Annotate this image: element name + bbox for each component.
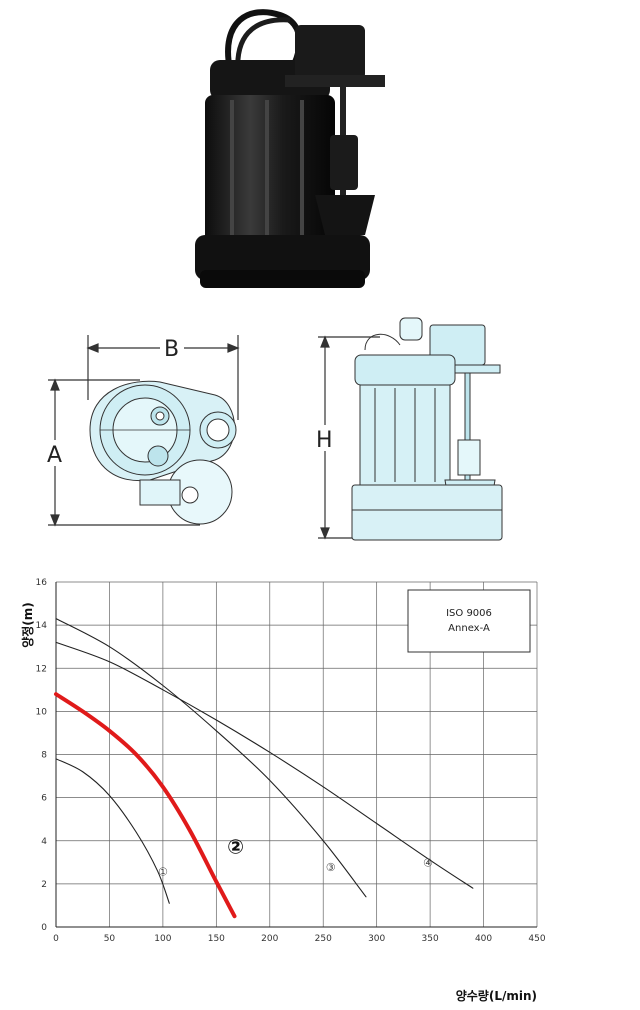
- dimension-h-label: H: [316, 428, 333, 453]
- dimension-a-label: A: [47, 443, 62, 468]
- x-tick-label: 250: [315, 934, 332, 944]
- chart-series-labels: ① ② ③ ④: [158, 835, 433, 879]
- y-tick-label: 8: [41, 751, 47, 761]
- y-tick-label: 16: [36, 578, 48, 588]
- y-tick-label: 14: [36, 621, 48, 631]
- performance-chart: 0 50 100 150 200 250 300 350 400 450 0 2 4 6 8 10 12 14 16…: [20, 578, 546, 1003]
- y-tick-label: 12: [36, 664, 47, 674]
- y-axis-label: 양정(m): [20, 602, 35, 648]
- x-tick-label: 200: [261, 934, 278, 944]
- x-tick-label: 350: [422, 934, 439, 944]
- series-line-4: [55, 641, 474, 889]
- pump-photo: [195, 9, 385, 288]
- series-line-2: [54, 692, 237, 919]
- dimension-b-label: B: [164, 337, 179, 362]
- y-tick-label: 0: [41, 923, 47, 933]
- annotation-line-1: ISO 9006: [446, 608, 492, 619]
- series-label-4: ④: [423, 857, 433, 870]
- series-line-3: [55, 618, 367, 898]
- chart-grid: [55, 581, 538, 928]
- y-tick-label: 6: [41, 794, 47, 804]
- side-view-drawing: H: [314, 317, 503, 541]
- top-view-drawing: B A: [44, 335, 240, 527]
- chart-series: [54, 618, 474, 919]
- y-tick-label: 4: [41, 837, 47, 847]
- annotation-box: ISO 9006 Annex-A: [407, 589, 531, 653]
- x-tick-label: 300: [368, 934, 385, 944]
- y-tick-label: 2: [41, 880, 47, 890]
- y-tick-label: 10: [36, 707, 48, 717]
- x-tick-label: 150: [208, 934, 225, 944]
- annotation-line-2: Annex-A: [448, 623, 490, 634]
- x-tick-label: 0: [53, 934, 59, 944]
- series-line-1: [55, 758, 170, 904]
- series-label-2: ②: [227, 835, 244, 859]
- x-tick-label: 400: [475, 934, 492, 944]
- chart-ticks: 0 50 100 150 200 250 300 350 400 450 0 2 4 6 8 10 12 14 16: [36, 578, 546, 944]
- series-label-1: ①: [158, 865, 168, 878]
- x-tick-label: 100: [154, 934, 171, 944]
- x-axis-label: 양수량(L/min): [456, 988, 537, 1003]
- series-label-3: ③: [326, 861, 336, 874]
- x-tick-label: 450: [528, 934, 545, 944]
- x-tick-label: 50: [104, 934, 116, 944]
